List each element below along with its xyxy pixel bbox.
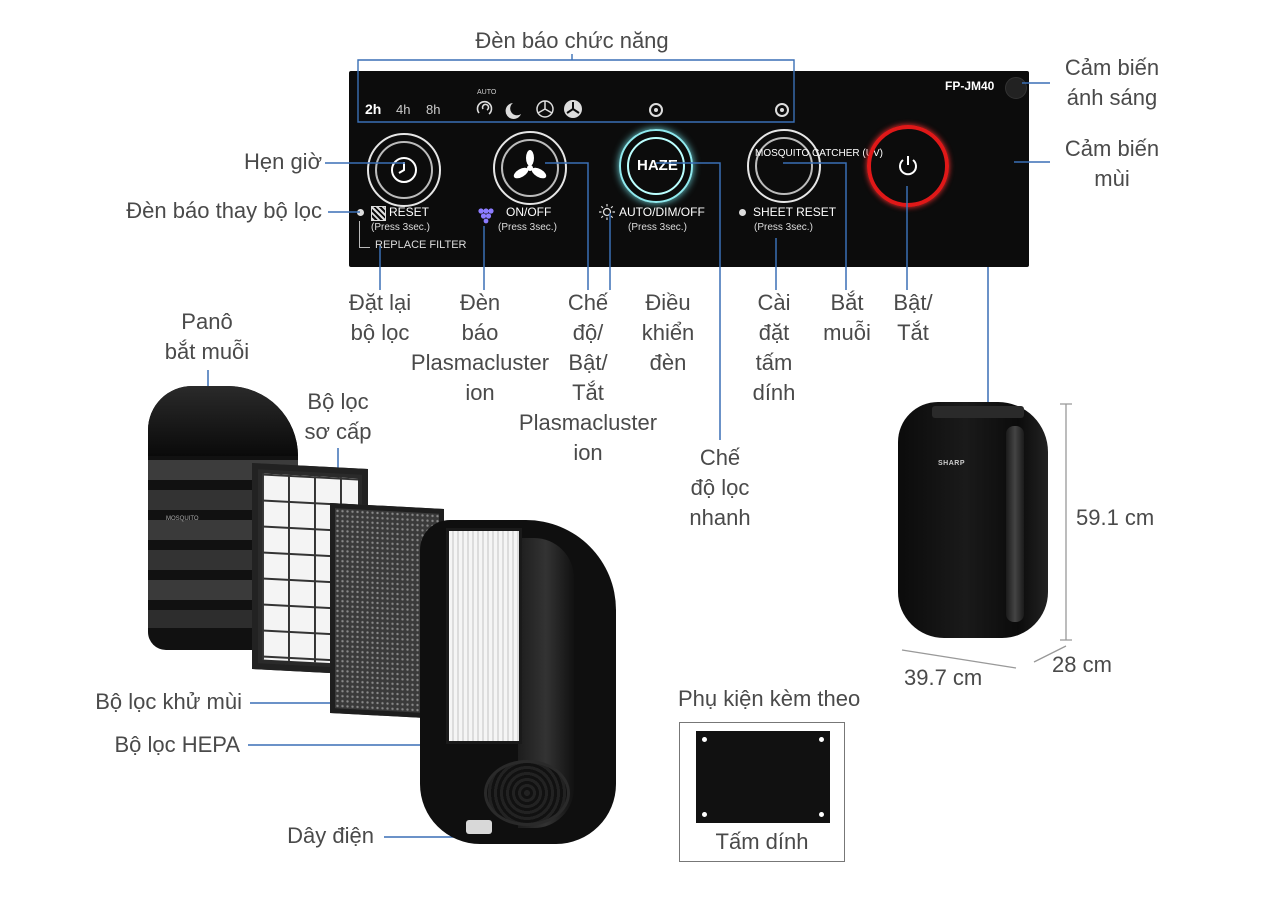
power-icon [899, 156, 917, 176]
label-mosquito-panel: Panô bắt muỗi [164, 309, 250, 364]
sheet-indicator-dot [739, 209, 746, 216]
replace-filter-label: REPLACE FILTER [375, 239, 467, 251]
fan-mode-icons [476, 100, 582, 119]
label-mosquito-catch: Bắt muỗi [823, 290, 871, 345]
control-panel: 2h 4h 8h AUTO FP-JM40 [349, 71, 1029, 267]
timer-2h-indicator: 2h [365, 101, 382, 117]
filter-icon [371, 206, 386, 221]
label-odor-sensor: Cảm biến mùi [1064, 136, 1160, 191]
top-vent [932, 406, 1024, 418]
reset-label: RESET [389, 205, 430, 219]
label-filter-indicator: Đèn báo thay bộ lọc [126, 198, 322, 223]
accessory-title: Phụ kiện kèm theo [678, 686, 861, 711]
label-function-lights: Đèn báo chức năng [475, 28, 669, 53]
label-height: 59.1 cm [1076, 505, 1155, 530]
label-power-cord: Dây điện [287, 823, 374, 848]
sheet-reset-label: SHEET RESET [753, 205, 837, 219]
hepa-filter [446, 528, 522, 744]
high-fan-icon [564, 100, 582, 118]
model-number: FP-JM40 [945, 79, 995, 93]
label-sheet-setting: Cài đặt tấm dính [752, 290, 796, 405]
clock-icon [391, 157, 417, 183]
reset-sub: (Press 3sec.) [371, 222, 430, 233]
accessory-box: Tấm dính [679, 722, 845, 862]
filter-indicator-dot [357, 209, 364, 216]
mosquito-catcher-button[interactable]: MOSQUITO CATCHER (UV) [747, 129, 883, 203]
sheet-reset-sub: (Press 3sec.) [754, 222, 813, 233]
power-cord-plug [466, 820, 492, 834]
mosquito-indicator-light [775, 103, 789, 117]
haze-indicator-light [649, 103, 663, 117]
label-light-control: Điều khiển đèn [641, 290, 695, 375]
panel-logo: MOSQUITO [166, 516, 199, 522]
label-light-sensor: Cảm biến ánh sáng [1064, 55, 1160, 110]
on-off-sub: (Press 3sec.) [498, 222, 557, 233]
intake-grille [484, 760, 570, 826]
label-hepa-filter: Bộ lọc HEPA [114, 732, 240, 757]
fan-icon [513, 150, 547, 179]
sticky-sheet [696, 731, 830, 823]
dimension-lines [901, 403, 1072, 669]
label-plasma-light: Đèn báo Plasmacluster ion [410, 290, 550, 405]
sticky-sheet-label: Tấm dính [715, 829, 809, 854]
on-off-button[interactable] [493, 131, 567, 205]
on-off-label: ON/OFF [506, 205, 552, 219]
brand-logo: SHARP [938, 460, 966, 467]
label-reset-filter: Đặt lại bộ lọc [348, 290, 412, 345]
sun-light-icon [599, 204, 615, 220]
auto-swirl-icon [476, 100, 493, 115]
plasmacluster-icon [478, 208, 494, 224]
auto-dim-label: AUTO/DIM/OFF [619, 205, 705, 219]
auto-dim-sub: (Press 3sec.) [628, 222, 687, 233]
timer-4h-indicator: 4h [396, 102, 411, 117]
label-power: Bật/ Tắt [893, 290, 933, 345]
label-timer: Hẹn giờ [243, 149, 322, 174]
timer-button[interactable] [367, 133, 441, 207]
label-depth: 28 cm [1052, 652, 1112, 677]
label-fast-mode: Chế độ lọc nhanh [689, 445, 751, 530]
label-mode-onoff-plasma: Chế độ/ Bật/ Tắt Plasmacluster ion [518, 290, 658, 465]
assembled-unit: SHARP [898, 402, 1048, 638]
sleep-moon-icon [505, 103, 521, 119]
auto-tag: AUTO [477, 89, 497, 96]
light-sensor [1005, 77, 1027, 99]
label-pre-filter: Bộ lọc sơ cấp [304, 389, 372, 444]
haze-label: HAZE [637, 157, 678, 174]
haze-button[interactable]: HAZE [619, 129, 693, 203]
power-button[interactable] [867, 125, 949, 207]
medium-fan-icon [536, 100, 554, 118]
label-deodor-filter: Bộ lọc khử mùi [95, 689, 242, 714]
label-width: 39.7 cm [904, 665, 983, 690]
timer-8h-indicator: 8h [426, 102, 441, 117]
